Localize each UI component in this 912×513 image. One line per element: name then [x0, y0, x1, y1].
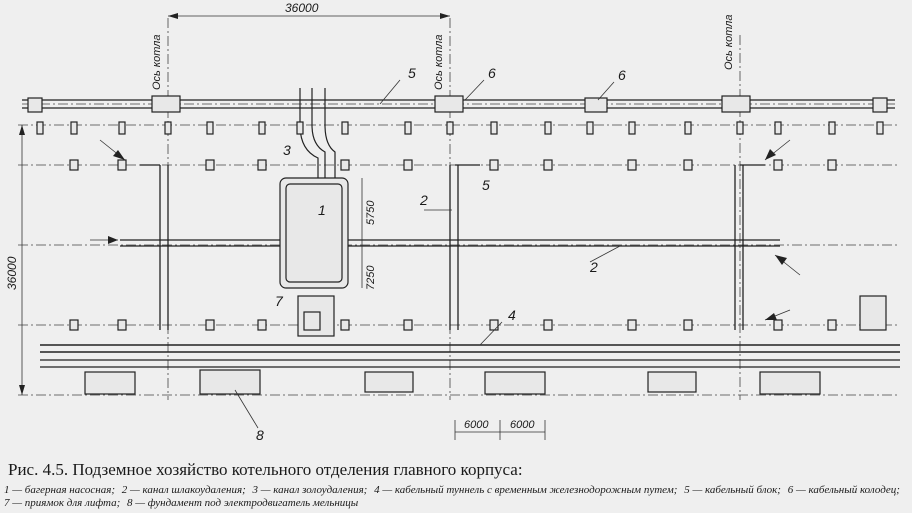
legend-item-1: 1 — багерная насосная;: [4, 484, 115, 496]
column-pad: [489, 159, 499, 171]
column-pad: [257, 159, 267, 171]
column-pads-top: [36, 121, 884, 135]
callout-1: 1: [318, 202, 326, 218]
legend-item-7: 7 — приямок для лифта;: [4, 497, 121, 509]
column-pad: [117, 319, 127, 331]
column-pad: [627, 159, 637, 171]
legend-item-6: 6 — кабельный колодец;: [787, 484, 900, 496]
cable-wells: [27, 95, 888, 113]
column-pad: [684, 121, 692, 135]
column-pad: [773, 319, 783, 331]
callout-3: 3: [283, 142, 291, 158]
column-pad: [403, 159, 413, 171]
top-span-label: 36000: [285, 1, 319, 15]
ash-channel: [299, 88, 336, 178]
vertical-dimensions: 5750 7250: [361, 178, 377, 290]
column-pad: [489, 319, 499, 331]
column-pad: [164, 121, 172, 135]
left-span-label: 36000: [5, 256, 19, 290]
column-pad: [586, 121, 594, 135]
bottom-dimension: 6000 6000: [454, 419, 546, 440]
axis-label-middle: Ось котла: [433, 35, 445, 90]
column-pad: [118, 121, 126, 135]
figure-number: Рис. 4.5.: [8, 460, 69, 479]
callout-6b: 6: [618, 67, 626, 83]
column-pad: [490, 121, 498, 135]
column-pad: [296, 121, 304, 135]
column-pads-low: [69, 319, 837, 331]
callout-4: 4: [508, 307, 516, 323]
column-pad: [628, 121, 636, 135]
column-pad: [205, 319, 215, 331]
column-pad: [205, 159, 215, 171]
column-pad: [773, 159, 783, 171]
lift-pit: [297, 295, 887, 337]
column-pad: [736, 121, 744, 135]
flow-arrows: [90, 139, 801, 321]
underground-plan-drawing: 36000 36000 Ось котла Ось котла Ось котл…: [5, 1, 900, 443]
legend-item-8: 8 — фундамент под электродвигатель мельн…: [127, 497, 359, 509]
column-pad: [403, 319, 413, 331]
figure-legend: 1 — багерная насосная; 2 — канал шлакоуд…: [4, 484, 908, 510]
cable-tunnel: [40, 344, 900, 368]
column-pad: [69, 159, 79, 171]
column-pad: [70, 121, 78, 135]
figure-title: Подземное хозяйство котельного отделения…: [72, 460, 523, 479]
column-pad: [340, 319, 350, 331]
column-pad: [828, 121, 836, 135]
callout-2b: 2: [589, 259, 598, 275]
column-pad: [257, 319, 267, 331]
column-pad: [258, 121, 266, 135]
slag-channel: [120, 164, 780, 330]
column-pads-mid: [69, 159, 837, 171]
callout-6a: 6: [488, 65, 496, 81]
axis-label-right: Ось котла: [723, 15, 735, 70]
column-pad: [446, 121, 454, 135]
figure-caption: Рис. 4.5. Подземное хозяйство котельного…: [8, 460, 904, 480]
left-dimension: 36000: [5, 125, 25, 395]
column-pad: [340, 159, 350, 171]
bottom-dim-a: 6000: [464, 419, 489, 431]
column-pad: [774, 121, 782, 135]
column-pad: [683, 319, 693, 331]
column-pad: [36, 121, 44, 135]
dim-5750-label: 5750: [365, 200, 377, 225]
bottom-dim-b: 6000: [510, 419, 535, 431]
column-pad: [876, 121, 884, 135]
top-dimension: 36000: [168, 1, 450, 19]
bager-pump-station: [279, 177, 349, 289]
dim-7250-label: 7250: [365, 265, 377, 290]
column-pad: [543, 319, 553, 331]
mill-motor-foundations: [84, 369, 821, 395]
axis-label-left: Ось котла: [151, 35, 163, 90]
callout-7: 7: [275, 293, 284, 309]
column-pad: [827, 319, 837, 331]
column-pad: [404, 121, 412, 135]
column-pad: [827, 159, 837, 171]
column-pad: [683, 159, 693, 171]
legend-item-5: 5 — кабельный блок;: [684, 484, 781, 496]
column-pad: [543, 159, 553, 171]
callout-5a: 5: [408, 65, 416, 81]
legend-item-3: 3 — канал золоудаления;: [252, 484, 368, 496]
column-pad: [341, 121, 349, 135]
legend-item-4: 4 — кабельный туннель с временным железн…: [374, 484, 678, 496]
column-pad: [69, 319, 79, 331]
column-pad: [117, 159, 127, 171]
callout-2a: 2: [419, 192, 428, 208]
column-pad: [206, 121, 214, 135]
column-pad: [544, 121, 552, 135]
callouts: 1 2 2 3 4 5 5 6 6 7 8: [234, 65, 626, 443]
callout-8: 8: [256, 427, 264, 443]
column-pad: [627, 319, 637, 331]
legend-item-2: 2 — канал шлакоудаления;: [121, 484, 246, 496]
callout-5b: 5: [482, 177, 490, 193]
